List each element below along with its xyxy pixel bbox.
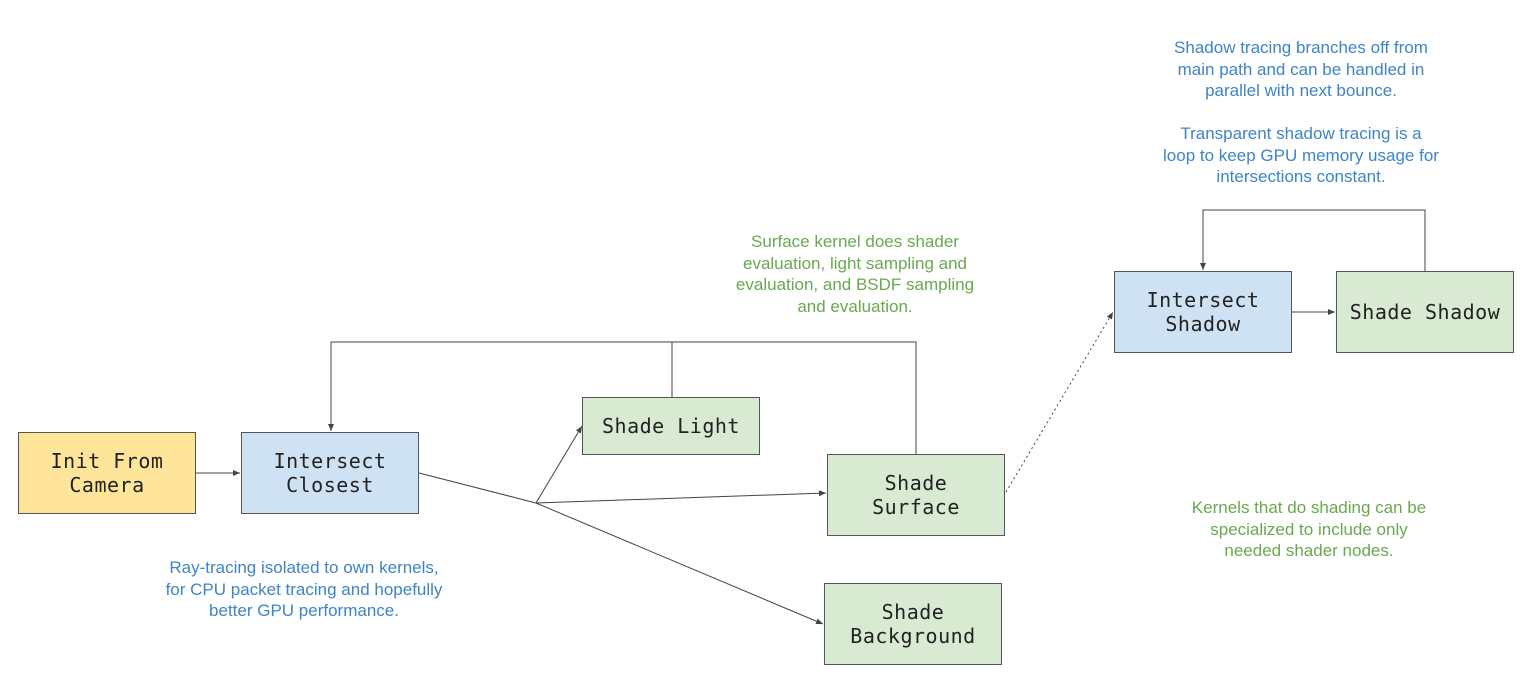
note-shadow-tracing: Shadow tracing branches off from main pa… <box>1163 38 1439 186</box>
note-specialized-kernels: Kernels that do shading can be specializ… <box>1191 498 1427 560</box>
node-shade-light: Shade Light <box>582 397 760 455</box>
loop-shade-shadow-to-intersect-shadow <box>1200 209 1426 271</box>
edge-branch-to-shade-light <box>535 425 583 504</box>
node-intersect-closest: Intersect Closest <box>241 432 419 514</box>
node-shade-shadow: Shade Shadow <box>1336 271 1514 353</box>
node-init-from-camera: Init From Camera <box>18 432 196 514</box>
note-raytracing: Ray-tracing isolated to own kernels, for… <box>165 558 443 620</box>
edge-branch-to-shade-surface <box>535 490 827 504</box>
note-surface-kernel: Surface kernel does shader evaluation, l… <box>735 232 975 316</box>
node-shade-background: Shade Background <box>824 583 1002 665</box>
node-shade-surface: Shade Surface <box>827 454 1005 536</box>
node-intersect-shadow: Intersect Shadow <box>1114 271 1292 353</box>
edge-branch-to-shade-background <box>535 502 824 625</box>
edge-intersect-closest-to-branch <box>418 472 537 504</box>
loop-surface-to-intersect-closest <box>328 341 917 454</box>
edge-surface-to-intersect-shadow <box>1005 311 1114 493</box>
